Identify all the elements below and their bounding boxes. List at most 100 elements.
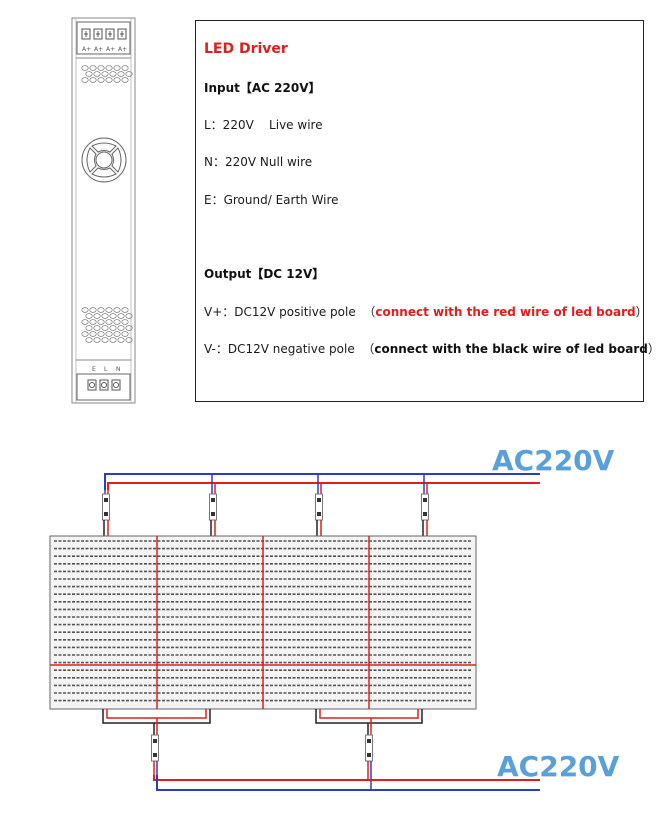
bottom-neutral-bus xyxy=(156,775,540,791)
bottom-terminal-label: L xyxy=(104,366,108,373)
driver-module-cap xyxy=(317,498,321,502)
bottom-terminal-label: N xyxy=(116,366,121,373)
driver-module xyxy=(102,493,110,521)
vent-hole xyxy=(105,77,113,83)
driver-module-cap xyxy=(317,512,321,516)
input-line-live: L：220V Live wire xyxy=(204,118,323,132)
vent-hole xyxy=(93,71,101,77)
vent-hole xyxy=(105,65,113,71)
vent-hole xyxy=(121,65,129,71)
vent-hole xyxy=(121,319,129,325)
output-vplus-label: V+：DC12V positive pole （ xyxy=(204,305,375,319)
top-terminal-label: A+ xyxy=(118,46,127,53)
bottom-driver-drops xyxy=(102,709,423,790)
output-wire xyxy=(315,709,423,724)
info-title: LED Driver xyxy=(204,41,288,57)
vent-hole xyxy=(113,331,121,337)
top-driver-drops xyxy=(102,474,429,538)
vent-hole xyxy=(101,71,109,77)
vent-hole xyxy=(121,307,129,313)
vent-hole xyxy=(105,319,113,325)
bottom-terminal-labels: E L N xyxy=(92,366,121,373)
vent-hole xyxy=(81,331,89,337)
vent-hole xyxy=(93,313,101,319)
driver-module-cap xyxy=(104,498,108,502)
driver-module-cap xyxy=(367,753,371,757)
vent-hole xyxy=(117,337,125,343)
vent-hole xyxy=(89,77,97,83)
top-terminal-label: A+ xyxy=(106,46,115,53)
top-terminal-label: A+ xyxy=(94,46,103,53)
top-terminal-label: A+ xyxy=(82,46,91,53)
vent-hole xyxy=(113,319,121,325)
vent-hole xyxy=(97,65,105,71)
output-vminus-label: V-：DC12V negative pole （ xyxy=(204,342,374,356)
vent-hole xyxy=(89,65,97,71)
vent-hole xyxy=(85,71,93,77)
vent-hole xyxy=(89,331,97,337)
vent-holes-bottom xyxy=(81,307,133,343)
driver-module xyxy=(151,734,159,762)
input-line-null: N：220V Null wire xyxy=(204,155,312,169)
vent-hole xyxy=(97,319,105,325)
vent-hole xyxy=(97,307,105,313)
driver-module-cap xyxy=(211,512,215,516)
driver-module-cap xyxy=(153,739,157,743)
vent-hole xyxy=(105,331,113,337)
output-vplus-line: V+：DC12V positive pole （connect with the… xyxy=(204,305,648,319)
vent-hole xyxy=(101,313,109,319)
vent-hole xyxy=(93,337,101,343)
output-vminus-close: ） xyxy=(648,342,660,356)
vent-hole xyxy=(109,71,117,77)
vent-hole xyxy=(81,65,89,71)
vent-holes-top xyxy=(81,65,133,83)
driver-module-cap xyxy=(423,498,427,502)
vent-hole xyxy=(109,313,117,319)
vent-hole xyxy=(89,319,97,325)
vent-hole xyxy=(117,325,125,331)
driver-module-cap xyxy=(367,739,371,743)
vent-hole xyxy=(101,325,109,331)
bottom-terminals xyxy=(87,379,121,391)
vent-hole xyxy=(81,319,89,325)
driver-module-cap xyxy=(211,498,215,502)
vent-hole xyxy=(97,77,105,83)
vent-hole xyxy=(81,307,89,313)
driver-module-cap xyxy=(423,512,427,516)
output-vminus-line: V-：DC12V negative pole （connect with the… xyxy=(204,342,660,356)
top-terminal-labels: A+ A+ A+ A+ xyxy=(82,46,127,53)
bottom-terminal-label: E xyxy=(92,366,96,373)
bottom-live-bus xyxy=(153,775,540,781)
vent-hole xyxy=(121,77,129,83)
bottom-ac-supply: AC220V xyxy=(153,750,620,791)
top-terminal-block xyxy=(76,21,131,55)
led-panel xyxy=(49,535,477,710)
driver-emblem-icon xyxy=(81,137,127,183)
input-heading: Input【AC 220V】 xyxy=(204,80,321,95)
vent-hole xyxy=(97,331,105,337)
top-terminals xyxy=(81,28,127,40)
vent-hole xyxy=(93,325,101,331)
vent-hole xyxy=(113,65,121,71)
vent-hole xyxy=(85,325,93,331)
driver-module-cap xyxy=(104,512,108,516)
vent-hole xyxy=(117,313,125,319)
vent-hole xyxy=(117,71,125,77)
driver-drawing: A+ A+ A+ A+ E L N xyxy=(71,17,136,404)
driver-module xyxy=(209,493,217,521)
vent-hole xyxy=(85,337,93,343)
top-ac-label: AC220V xyxy=(492,444,615,477)
vent-hole xyxy=(109,325,117,331)
vent-hole xyxy=(113,307,121,313)
bottom-terminal-block xyxy=(76,373,131,401)
info-box: LED Driver Input【AC 220V】 L：220V Live wi… xyxy=(195,20,660,402)
top-live-bus xyxy=(107,482,540,490)
output-wire xyxy=(106,709,207,719)
output-vplus-note: connect with the red wire of led board xyxy=(375,305,635,319)
vent-hole xyxy=(125,313,133,319)
vent-hole xyxy=(105,307,113,313)
vent-hole xyxy=(125,71,133,77)
bottom-ac-label: AC220V xyxy=(497,750,620,783)
driver-module xyxy=(315,493,323,521)
